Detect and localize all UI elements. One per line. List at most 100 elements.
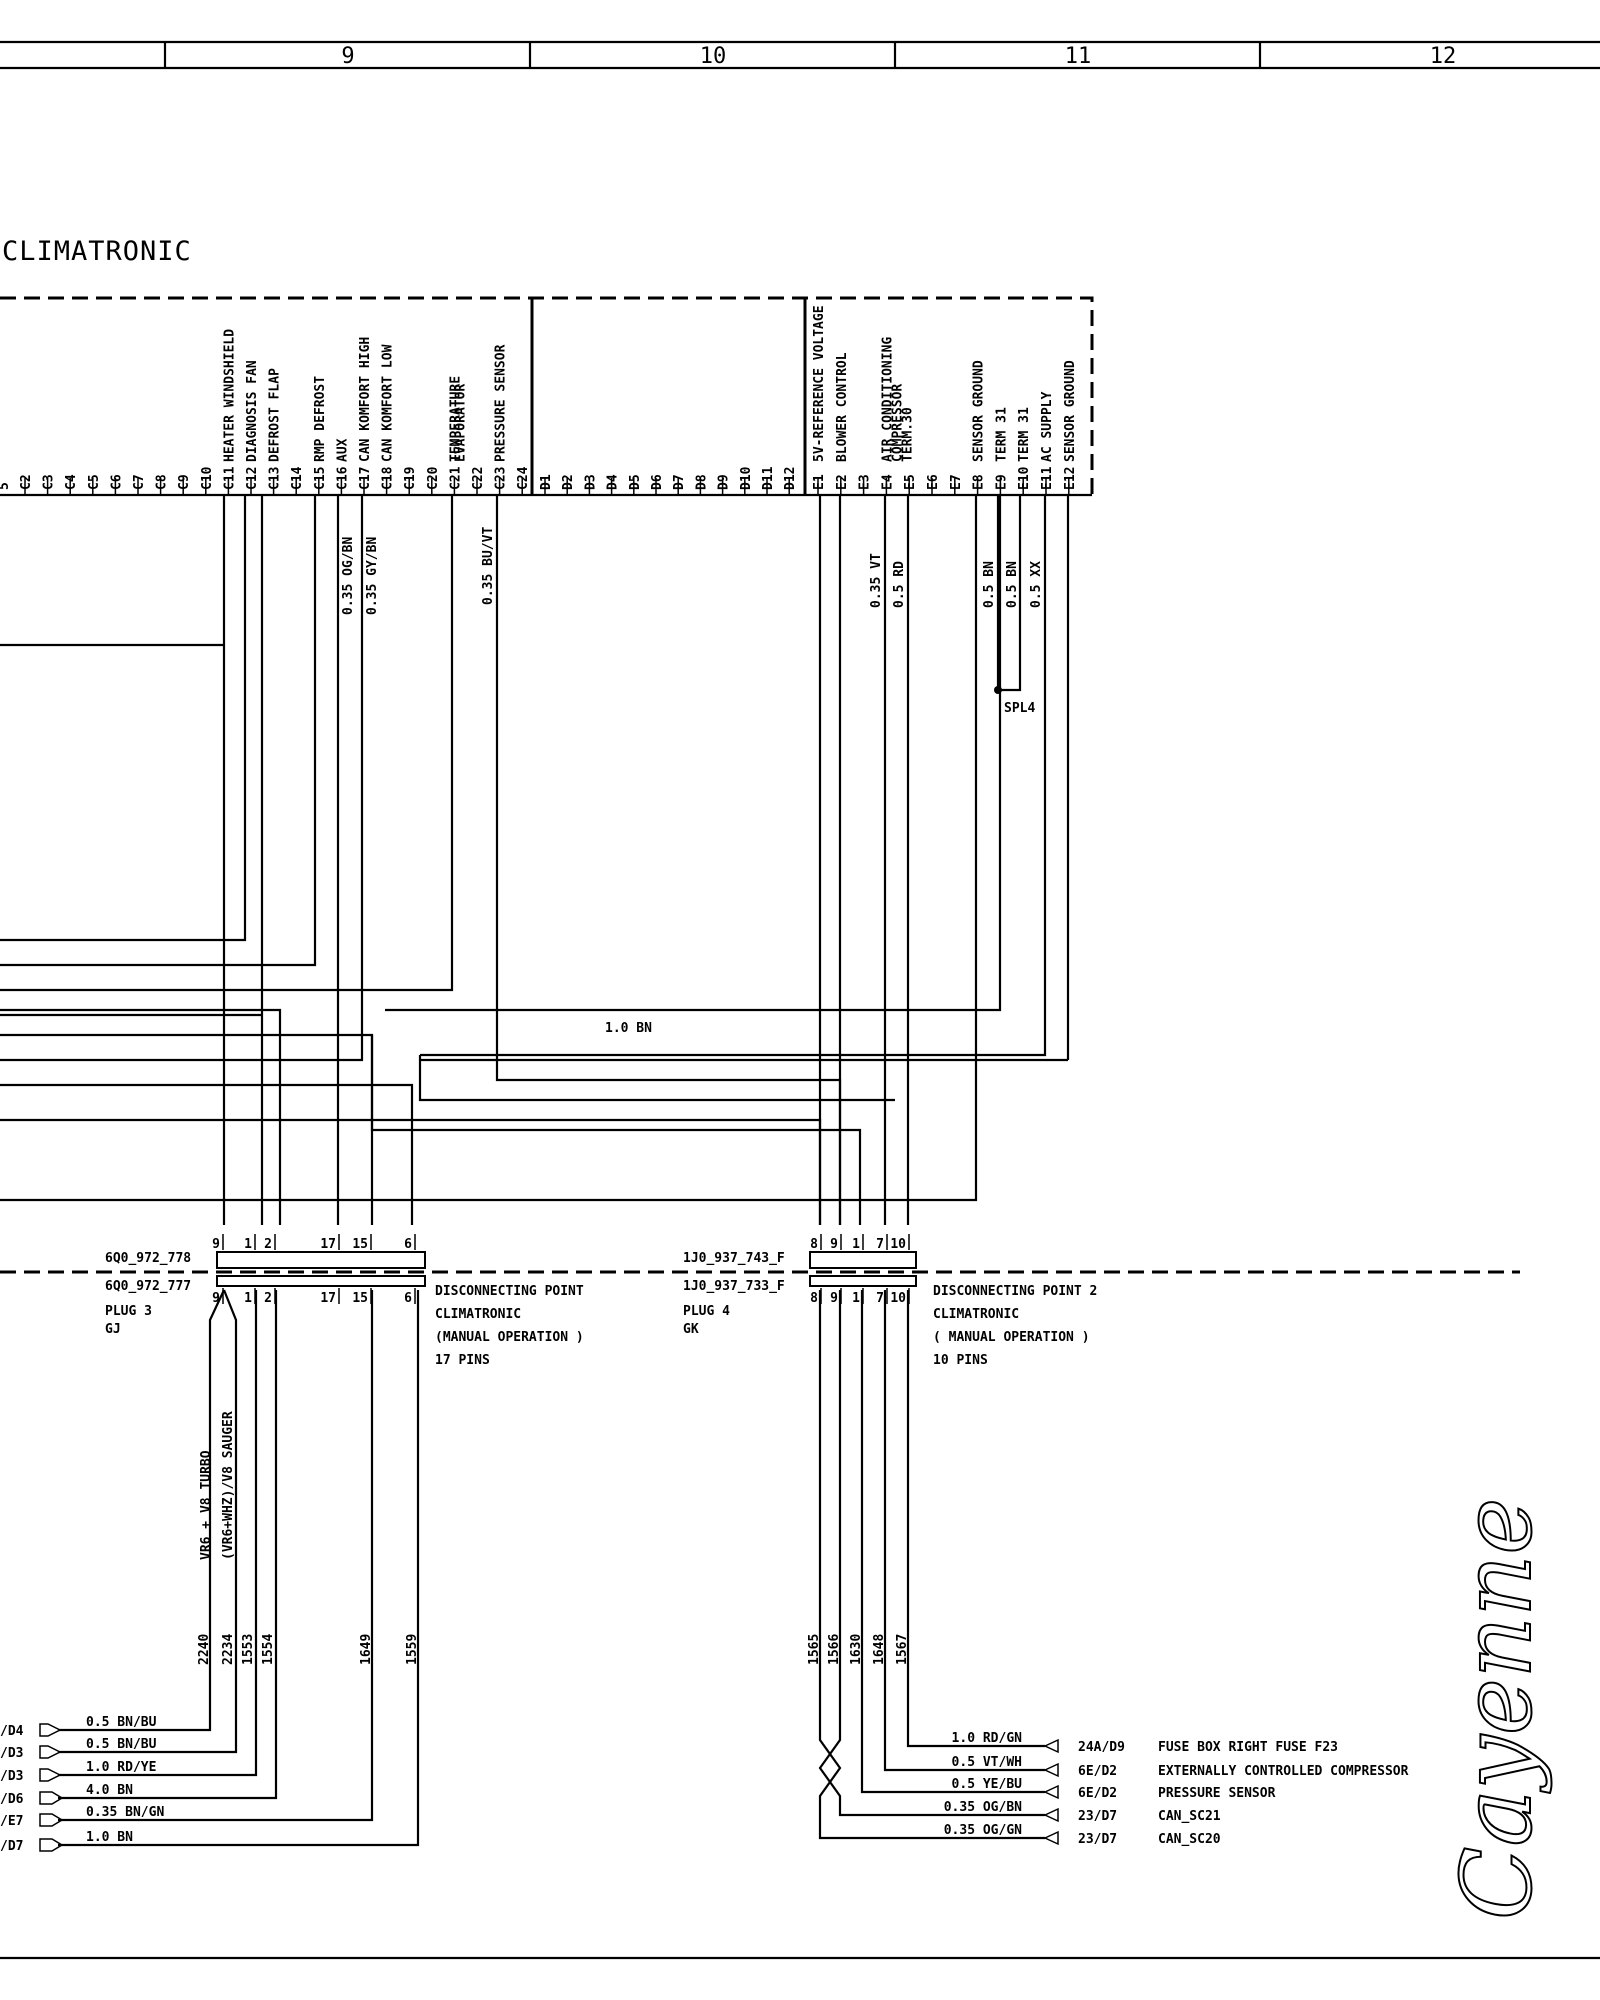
c-pin-c15: C15 <box>313 467 328 490</box>
e9-wire-label: 0.5 BN <box>1005 561 1020 608</box>
left-output-ref: /D3 <box>0 1746 23 1761</box>
left-output-wire: 1.0 RD/YE <box>86 1760 156 1775</box>
plug3-bottom-pin-4: 15 <box>352 1291 368 1306</box>
d-pin-d9: D9 <box>717 474 732 490</box>
left-output-ref: /D7 <box>0 1839 23 1854</box>
e-function-e1: 5V-REFERENCE VOLTAGE <box>812 305 827 462</box>
plug3-desc-1: CLIMATRONIC <box>435 1307 521 1322</box>
plug3-bottom-pin-1: 1 <box>244 1291 252 1306</box>
e4-wire-label: 0.35 VT <box>869 553 884 608</box>
plug4-desc-3: 10 PINS <box>933 1353 988 1368</box>
right-wire-number: 1567 <box>895 1634 910 1665</box>
column-10: 10 <box>700 44 727 69</box>
c-pin-c10: C10 <box>200 466 215 490</box>
column-11: 11 <box>1065 44 1092 69</box>
cayenne-logo: Cayenne <box>1441 1498 1553 1920</box>
plug3-top-pin-0: 9 <box>212 1237 220 1252</box>
e-function-e4: AIR CONDITIONING <box>880 337 895 462</box>
e-pin-e4: E4 <box>880 474 895 490</box>
right-output-wire: 0.5 VT/WH <box>952 1755 1022 1770</box>
right-wire-number: 1648 <box>872 1634 887 1665</box>
c-pin-c5: C5 <box>87 474 102 490</box>
c-pin-fragment: 5 <box>0 482 12 490</box>
connector-arrow-icon <box>1043 1830 1059 1846</box>
d-pin-d12: D12 <box>783 467 798 490</box>
e-function-e12: SENSOR GROUND <box>1063 360 1078 462</box>
e-function-e10: TERM 31 <box>1017 407 1032 462</box>
wiring-right: SPL4 1.0 BN <box>420 495 1070 1225</box>
left-output-wire: 4.0 BN <box>86 1783 133 1798</box>
left-wire-number: 1553 <box>241 1634 256 1665</box>
plug3-part-bottom: 6Q0_972_777 <box>105 1279 191 1294</box>
plug4-top-pin-2: 1 <box>852 1237 860 1252</box>
c17-wire-label: 0.35 OG/BN <box>341 537 356 615</box>
variant-label-0: VR6 + V8 TURBO <box>199 1450 214 1560</box>
connector-arrow-icon <box>1043 1784 1059 1800</box>
right-output-wire: 0.35 OG/GN <box>944 1823 1022 1838</box>
e-function-e9: TERM 31 <box>994 407 1009 462</box>
e-function-e4: COMPRESSOR <box>890 384 905 462</box>
c-pin-c8: C8 <box>155 474 170 490</box>
d-pin-d8: D8 <box>694 474 709 490</box>
plug4-top-pin-4: 10 <box>890 1237 906 1252</box>
c-pin-c13: C13 <box>268 467 283 490</box>
plug4-bottom-pin-1: 9 <box>830 1291 838 1306</box>
c-pin-c11: C11 <box>222 466 237 490</box>
plug4-top-housing <box>809 1251 917 1269</box>
c-pin-c4: C4 <box>64 474 79 490</box>
e8-wire-label: 0.5 BN <box>982 561 997 608</box>
right-output-desc: PRESSURE SENSOR <box>1158 1786 1276 1801</box>
connector-arrow-icon <box>39 1838 64 1852</box>
connector-arrow-icon <box>39 1768 62 1782</box>
c-pin-c16: C16 <box>335 466 350 490</box>
right-wire-number: 1630 <box>849 1634 864 1665</box>
right-output-desc: EXTERNALLY CONTROLLED COMPRESSOR <box>1158 1764 1409 1779</box>
e-function-e11: AC SUPPLY <box>1040 391 1055 462</box>
right-output-desc: CAN_SC21 <box>1158 1809 1221 1824</box>
d-pin-d7: D7 <box>672 474 687 490</box>
plug4-desc-1: CLIMATRONIC <box>933 1307 1019 1322</box>
plug4-desc-0: DISCONNECTING POINT 2 <box>933 1284 1097 1299</box>
connector-arrow-icon <box>39 1723 62 1737</box>
e5-wire-label: 0.5 RD <box>892 561 907 608</box>
left-output-wire: 0.35 BN/GN <box>86 1805 164 1820</box>
connector-arrow-icon <box>1043 1762 1059 1778</box>
c-pin-c6: C6 <box>109 474 124 490</box>
left-wire-number: 2234 <box>221 1634 236 1665</box>
plug4-part-bottom: 1J0_937_733_F <box>683 1279 785 1294</box>
e-pin-e9: E9 <box>994 474 1009 490</box>
plug3-part-top: 6Q0_972_778 <box>105 1251 191 1266</box>
c-function-c23: PRESSURE SENSOR <box>494 344 509 462</box>
plug3-bottom-pin-2: 2 <box>264 1291 272 1306</box>
wiring-left <box>0 495 1002 1225</box>
e-pin-e3: E3 <box>858 474 873 490</box>
plug4-part-top: 1J0_937_743_F <box>683 1251 785 1266</box>
e-pin-e6: E6 <box>926 474 941 490</box>
splice-point <box>994 686 1002 694</box>
right-wire-number: 1565 <box>807 1634 822 1665</box>
plug3-desc-3: 17 PINS <box>435 1353 490 1368</box>
d-pin-d1: D1 <box>539 474 554 490</box>
right-output-wire: 1.0 RD/GN <box>952 1731 1023 1746</box>
left-wire-number: 1554 <box>261 1634 276 1665</box>
ground-bus-label: 1.0 BN <box>605 1021 652 1036</box>
c-function-c13: DEFROST FLAP <box>268 368 283 462</box>
d-pin-d10: D10 <box>739 466 754 490</box>
d-pin-d11: D11 <box>761 466 776 490</box>
e-pin-e1: E1 <box>812 474 827 490</box>
right-output-wire: 0.5 YE/BU <box>952 1777 1023 1792</box>
module-title: CLIMATRONIC <box>2 236 192 267</box>
c-function-c12: DIAGNOSIS FAN <box>245 360 260 462</box>
plug3-bottom-housing <box>216 1275 426 1287</box>
c-function-c18: CAN KOMFORT LOW <box>381 344 396 462</box>
left-output-wire: 0.5 BN/BU <box>86 1737 157 1752</box>
plug4-top-pin-1: 9 <box>830 1237 838 1252</box>
left-output-ref: /D4 <box>0 1724 24 1739</box>
e11-wire-label: 0.5 XX <box>1029 561 1044 608</box>
connector-arrow-icon <box>39 1745 62 1759</box>
